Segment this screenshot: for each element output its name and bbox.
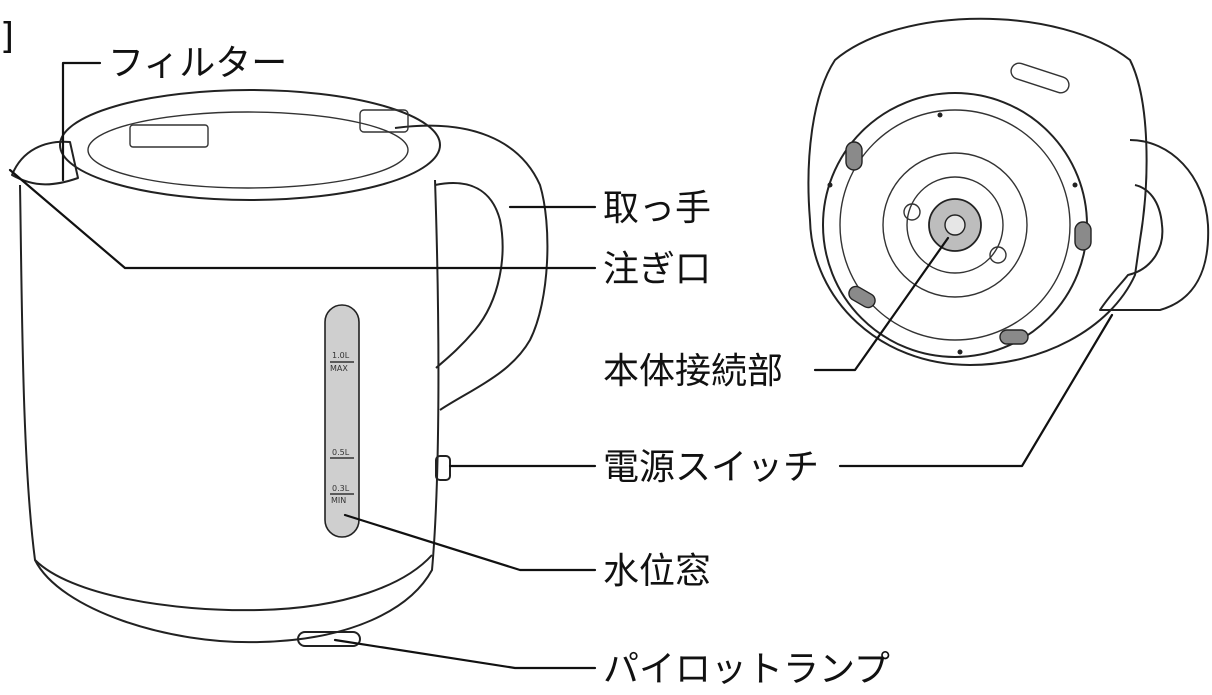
base-plate-ring-3 bbox=[906, 176, 1004, 274]
base-plate-ring-1 bbox=[839, 109, 1071, 341]
base-plate-ring-2 bbox=[882, 152, 1028, 298]
kettle-body-outline bbox=[19, 179, 440, 644]
rubber-foot-3 bbox=[848, 285, 876, 309]
power-switch-stub bbox=[435, 455, 451, 481]
label-water-level-window: 水位窓 bbox=[603, 551, 711, 592]
label-handle: 取っ手 bbox=[603, 188, 711, 229]
pilot-lamp-window bbox=[297, 631, 361, 647]
rubber-foot-2 bbox=[1074, 221, 1092, 251]
rubber-foot-1 bbox=[845, 141, 863, 171]
kettle-front-view: 1.0L MAX 0.5L 0.3L MIN bbox=[11, 89, 549, 647]
water-mark-min-volume: 0.3L bbox=[332, 484, 350, 493]
bottom-view-body bbox=[807, 17, 1148, 366]
water-mark-max-text: MAX bbox=[330, 364, 348, 373]
base-hole-right bbox=[989, 246, 1007, 264]
kettle-spout bbox=[11, 140, 79, 186]
leader-lines bbox=[8, 61, 1114, 670]
leader-spout bbox=[8, 168, 597, 270]
base-dot-4 bbox=[957, 349, 963, 355]
kettle-lid-hinge bbox=[359, 109, 409, 133]
kettle-top-inner bbox=[87, 111, 409, 189]
water-level-window bbox=[324, 304, 360, 538]
label-pilot-lamp: パイロットランプ bbox=[603, 649, 890, 690]
leader-pilot-lamp bbox=[333, 638, 597, 670]
water-mark-min-text: MIN bbox=[331, 496, 346, 505]
base-dot-3 bbox=[1072, 182, 1078, 188]
kettle-filter-tab bbox=[129, 124, 209, 148]
rubber-foot-4 bbox=[999, 329, 1029, 345]
leader-filter bbox=[61, 61, 102, 182]
base-dot-2 bbox=[827, 182, 833, 188]
kettle-bottom-view bbox=[807, 17, 1210, 366]
leader-base-connector bbox=[813, 236, 950, 372]
bottom-view-handle bbox=[1099, 139, 1210, 311]
bottom-view-top-slot bbox=[1010, 62, 1070, 94]
kettle-handle-outline bbox=[394, 124, 549, 411]
kettle-handle-opening bbox=[434, 182, 504, 369]
label-power-switch: 電源スイッチ bbox=[603, 447, 819, 488]
kettle-top-rim bbox=[59, 89, 441, 201]
kettle-base-band bbox=[34, 554, 433, 612]
water-mark-half-volume: 0.5L bbox=[332, 448, 350, 457]
corner-bracket: ] bbox=[0, 16, 14, 57]
base-dot-1 bbox=[937, 112, 943, 118]
base-connector-center bbox=[944, 214, 966, 236]
leader-power-switch-bottom bbox=[838, 313, 1114, 468]
water-mark-max-volume: 1.0L bbox=[332, 351, 350, 360]
leader-water-level bbox=[343, 513, 597, 572]
base-hole-left bbox=[903, 203, 921, 221]
label-base-connector: 本体接続部 bbox=[603, 351, 783, 392]
label-filter: フィルター bbox=[108, 43, 287, 84]
label-spout: 注ぎ口 bbox=[603, 249, 711, 290]
